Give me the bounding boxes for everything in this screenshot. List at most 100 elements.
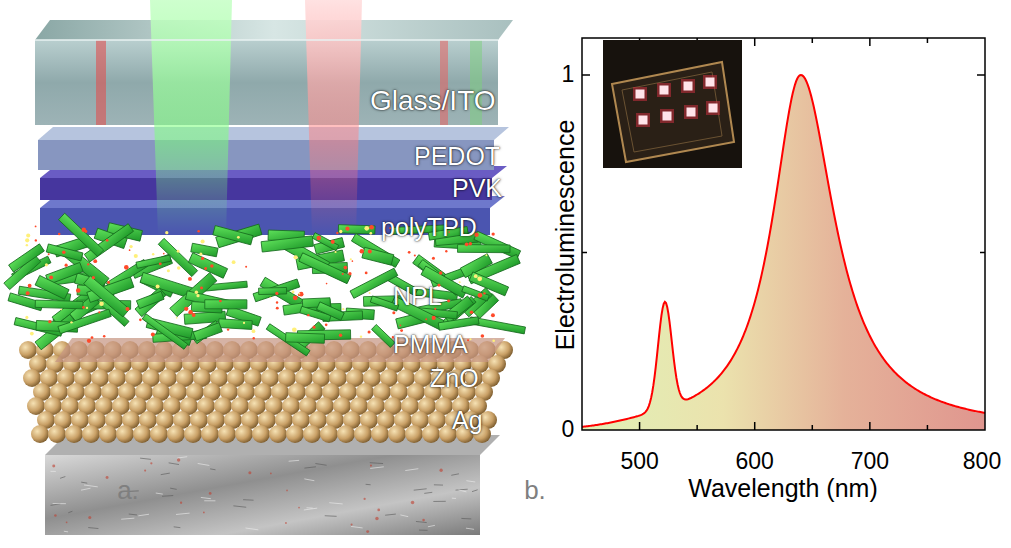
illustration-part <box>70 321 72 323</box>
illustration-part <box>366 484 371 485</box>
pvk-layer <box>40 178 492 200</box>
illustration-part <box>636 113 650 127</box>
illustration-part <box>696 425 698 430</box>
illustration-part <box>298 507 300 509</box>
illustration-part <box>492 339 495 342</box>
illustration-part <box>582 252 587 254</box>
illustration-part <box>334 251 336 253</box>
illustration-part <box>485 254 487 256</box>
illustration-part <box>235 425 253 443</box>
illustration-part <box>370 462 383 464</box>
illustration-part <box>162 495 173 497</box>
illustration-part <box>88 527 98 529</box>
illustration-part <box>156 285 160 289</box>
layer-label: PEDOT <box>414 143 500 171</box>
illustration-part <box>35 275 69 299</box>
illustration-part <box>170 488 177 489</box>
illustration-part <box>687 108 696 117</box>
illustration-part <box>411 501 415 505</box>
illustration-part <box>432 316 436 320</box>
illustration-part <box>134 254 138 258</box>
illustration-part <box>337 425 355 443</box>
illustration-part <box>348 272 351 275</box>
illustration-part <box>313 326 316 329</box>
illustration-part <box>414 255 416 257</box>
illustration-part <box>204 500 215 501</box>
illustration-part <box>188 310 192 314</box>
illustration-part <box>369 292 371 294</box>
illustration-part <box>201 425 219 443</box>
illustration-part <box>458 490 466 492</box>
illustration-part <box>125 307 129 311</box>
spectrum-chart <box>582 38 985 430</box>
illustration-part <box>203 511 205 513</box>
illustration-part <box>106 476 109 479</box>
layer-label: PMMA <box>393 331 468 359</box>
illustration-part <box>360 249 364 253</box>
illustration-part <box>227 328 229 330</box>
illustration-part <box>477 276 482 281</box>
illustration-part <box>84 230 87 233</box>
illustration-part <box>54 514 56 516</box>
illustration-part <box>400 515 408 517</box>
illustration-part <box>927 38 929 43</box>
illustration-part <box>660 86 669 95</box>
illustration-part <box>325 324 328 327</box>
device-substrate <box>612 62 734 162</box>
illustration-part <box>84 485 98 487</box>
illustration-part <box>25 238 29 242</box>
illustration-part <box>345 227 349 231</box>
illustration-part <box>470 311 474 315</box>
illustration-part <box>469 272 508 296</box>
illustration-part <box>299 253 351 284</box>
illustration-part <box>422 519 425 522</box>
illustration-part <box>150 425 168 443</box>
illustration-part <box>177 266 181 270</box>
illustration-part <box>210 468 215 470</box>
illustration-part <box>405 425 423 443</box>
illustration-part <box>142 314 187 349</box>
illustration-part <box>66 521 68 523</box>
illustration-part <box>87 339 91 343</box>
illustration-part <box>481 334 485 338</box>
illustration-part <box>82 425 100 443</box>
illustration-part <box>276 307 279 310</box>
illustration-part <box>269 425 287 443</box>
plot-frame <box>582 38 985 430</box>
illustration-part <box>99 425 117 443</box>
illustration-part <box>180 502 182 504</box>
illustration-part <box>370 464 372 466</box>
illustration-part <box>62 250 65 253</box>
illustration-part <box>399 324 401 326</box>
illustration-part <box>195 290 198 293</box>
axis-title: Electroluminescence <box>552 120 580 351</box>
illustration-part <box>371 425 389 443</box>
illustration-part <box>48 320 51 323</box>
illustration-part <box>163 253 165 255</box>
illustration-part <box>91 336 94 339</box>
illustration-part <box>369 225 374 230</box>
illustration-part <box>428 525 435 526</box>
illustration-part <box>275 292 278 295</box>
illustration-part <box>176 317 178 319</box>
illustration-part <box>388 425 406 443</box>
illustration-part <box>363 498 365 500</box>
illustration-part <box>76 288 80 292</box>
illustration-part <box>317 302 345 321</box>
silver-layer <box>45 455 480 535</box>
layer-label: Ag <box>452 407 483 435</box>
illustration-part <box>352 260 354 262</box>
illustration-part <box>424 492 432 493</box>
illustration-part <box>385 514 396 515</box>
illustration-part <box>706 101 720 115</box>
illustration-part <box>99 301 104 306</box>
illustration-part <box>129 249 131 251</box>
illustration-part <box>52 464 55 467</box>
device-substrate <box>622 72 722 152</box>
illustration-part <box>445 250 447 252</box>
axis-title: Wavelength (nm) <box>688 475 877 503</box>
illustration-part <box>86 307 88 309</box>
illustration-part <box>812 38 814 43</box>
illustration-part <box>342 308 344 310</box>
layer-label: Glass/ITO <box>370 86 496 117</box>
